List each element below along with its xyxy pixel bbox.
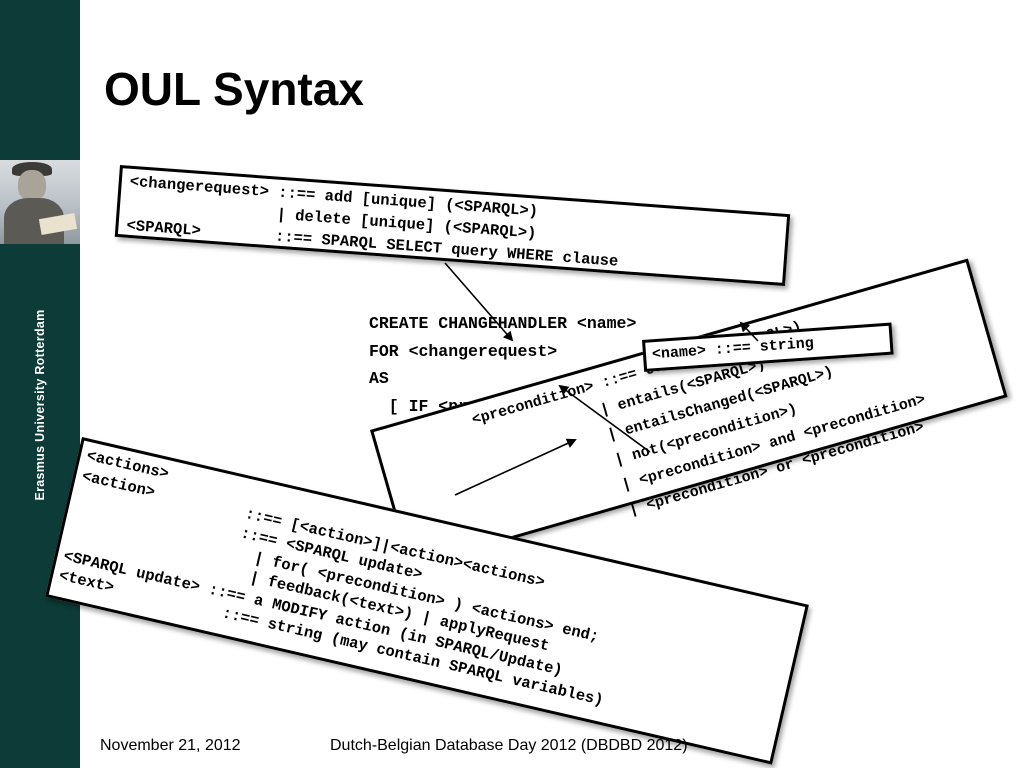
arrow-changerequest bbox=[444, 262, 514, 342]
footer-date: November 21, 2012 bbox=[100, 737, 241, 754]
arrow-name bbox=[739, 321, 759, 342]
erasmus-portrait-image bbox=[0, 160, 80, 244]
sidebar: Erasmus University Rotterdam bbox=[0, 0, 80, 768]
arrow-precondition bbox=[558, 384, 651, 453]
footer-event: Dutch-Belgian Database Day 2012 (DBDBD 2… bbox=[330, 737, 688, 754]
arrow-actions bbox=[454, 438, 577, 496]
slide-title: OUL Syntax bbox=[104, 63, 364, 115]
